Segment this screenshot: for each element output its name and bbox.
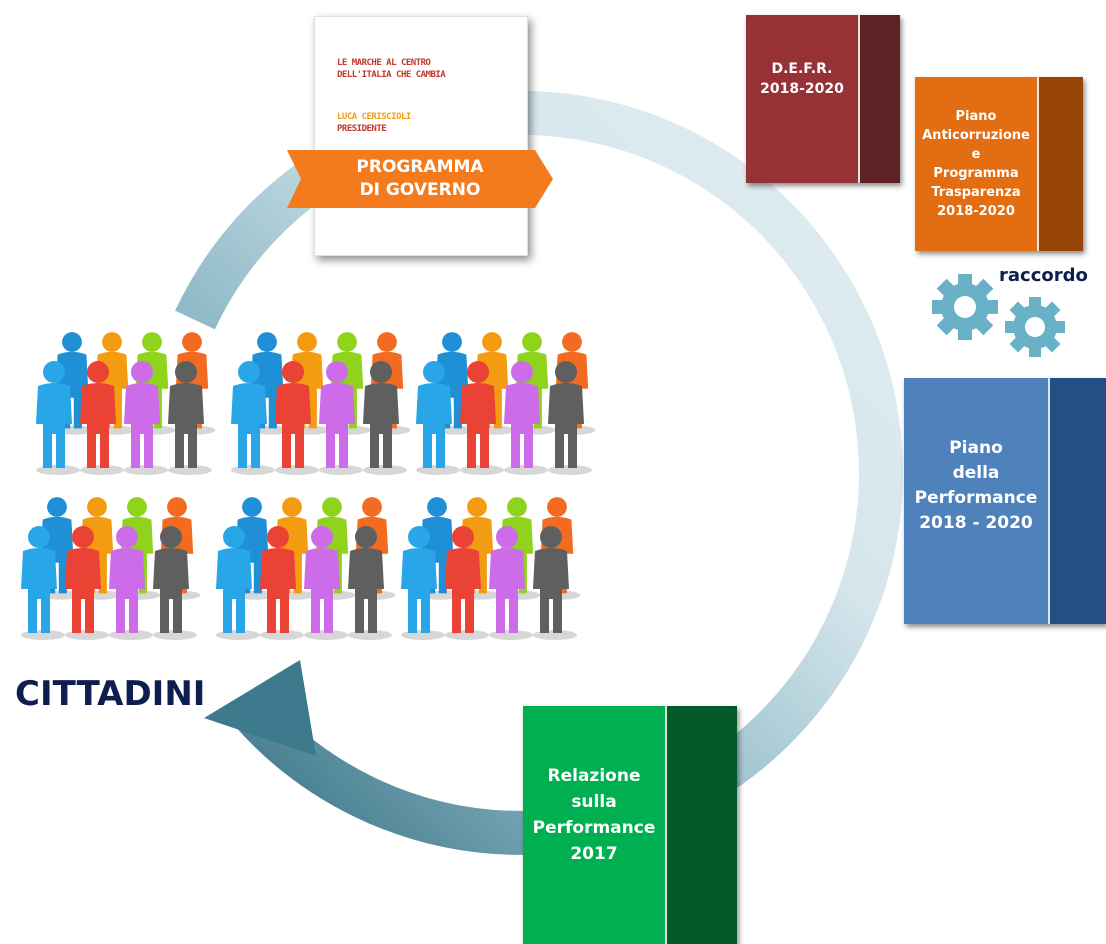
person-figure: [416, 361, 460, 475]
piano-performance-document: Piano della Performance 2018 - 2020: [904, 378, 1106, 624]
performance-spine: [1048, 378, 1106, 624]
arrow-head: [204, 660, 316, 756]
person-figure: [153, 526, 197, 640]
programma-di-governo-cover: LE MARCHE AL CENTRO DELL'ITALIA CHE CAMB…: [314, 16, 528, 256]
people-crowd-icon: [21, 332, 596, 640]
raccordo-label: raccordo: [999, 265, 1088, 286]
person-figure: [319, 361, 363, 475]
relazione-label: Relazione sulla Performance 2017: [532, 766, 656, 864]
person-figure: [21, 526, 65, 640]
person-figure: [124, 361, 168, 475]
person-figure: [275, 361, 319, 475]
performance-label: Piano della Performance 2018 - 2020: [914, 438, 1038, 533]
person-figure: [65, 526, 109, 640]
relazione-performance-document: Relazione sulla Performance 2017: [523, 706, 737, 944]
person-figure: [231, 361, 275, 475]
anticorruzione-spine: [1037, 77, 1083, 251]
person-figure: [216, 526, 260, 640]
programma-author-role: PRESIDENTE: [337, 124, 387, 134]
person-figure: [36, 361, 80, 475]
cittadini-label: CITTADINI: [15, 674, 206, 714]
person-figure: [548, 361, 592, 475]
gears-icon: [932, 274, 1065, 357]
person-figure: [304, 526, 348, 640]
programma-title: LE MARCHE AL CENTRO DELL'ITALIA CHE CAMB…: [337, 58, 446, 80]
programma-author: LUCA CERISCIOLI PRESIDENTE: [337, 111, 411, 135]
person-figure: [109, 526, 153, 640]
person-figure: [504, 361, 548, 475]
programma-author-name: LUCA CERISCIOLI: [337, 112, 411, 122]
person-figure: [533, 526, 577, 640]
person-figure: [489, 526, 533, 640]
person-figure: [168, 361, 212, 475]
programma-banner-label: PROGRAMMA DI GOVERNO: [356, 157, 484, 200]
person-figure: [80, 361, 124, 475]
defr-spine: [858, 15, 900, 183]
person-figure: [363, 361, 407, 475]
person-figure: [460, 361, 504, 475]
person-figure: [348, 526, 392, 640]
person-figure: [260, 526, 304, 640]
anticorruzione-document: Piano Anticorruzione e Programma Traspar…: [915, 77, 1083, 251]
anticorruzione-label: Piano Anticorruzione e Programma Traspar…: [922, 109, 1030, 219]
relazione-spine: [665, 706, 737, 944]
person-figure: [445, 526, 489, 640]
defr-label: D.E.F.R. 2018-2020: [760, 61, 844, 97]
programma-banner: [287, 150, 553, 208]
person-figure: [401, 526, 445, 640]
defr-document: D.E.F.R. 2018-2020: [746, 15, 900, 183]
